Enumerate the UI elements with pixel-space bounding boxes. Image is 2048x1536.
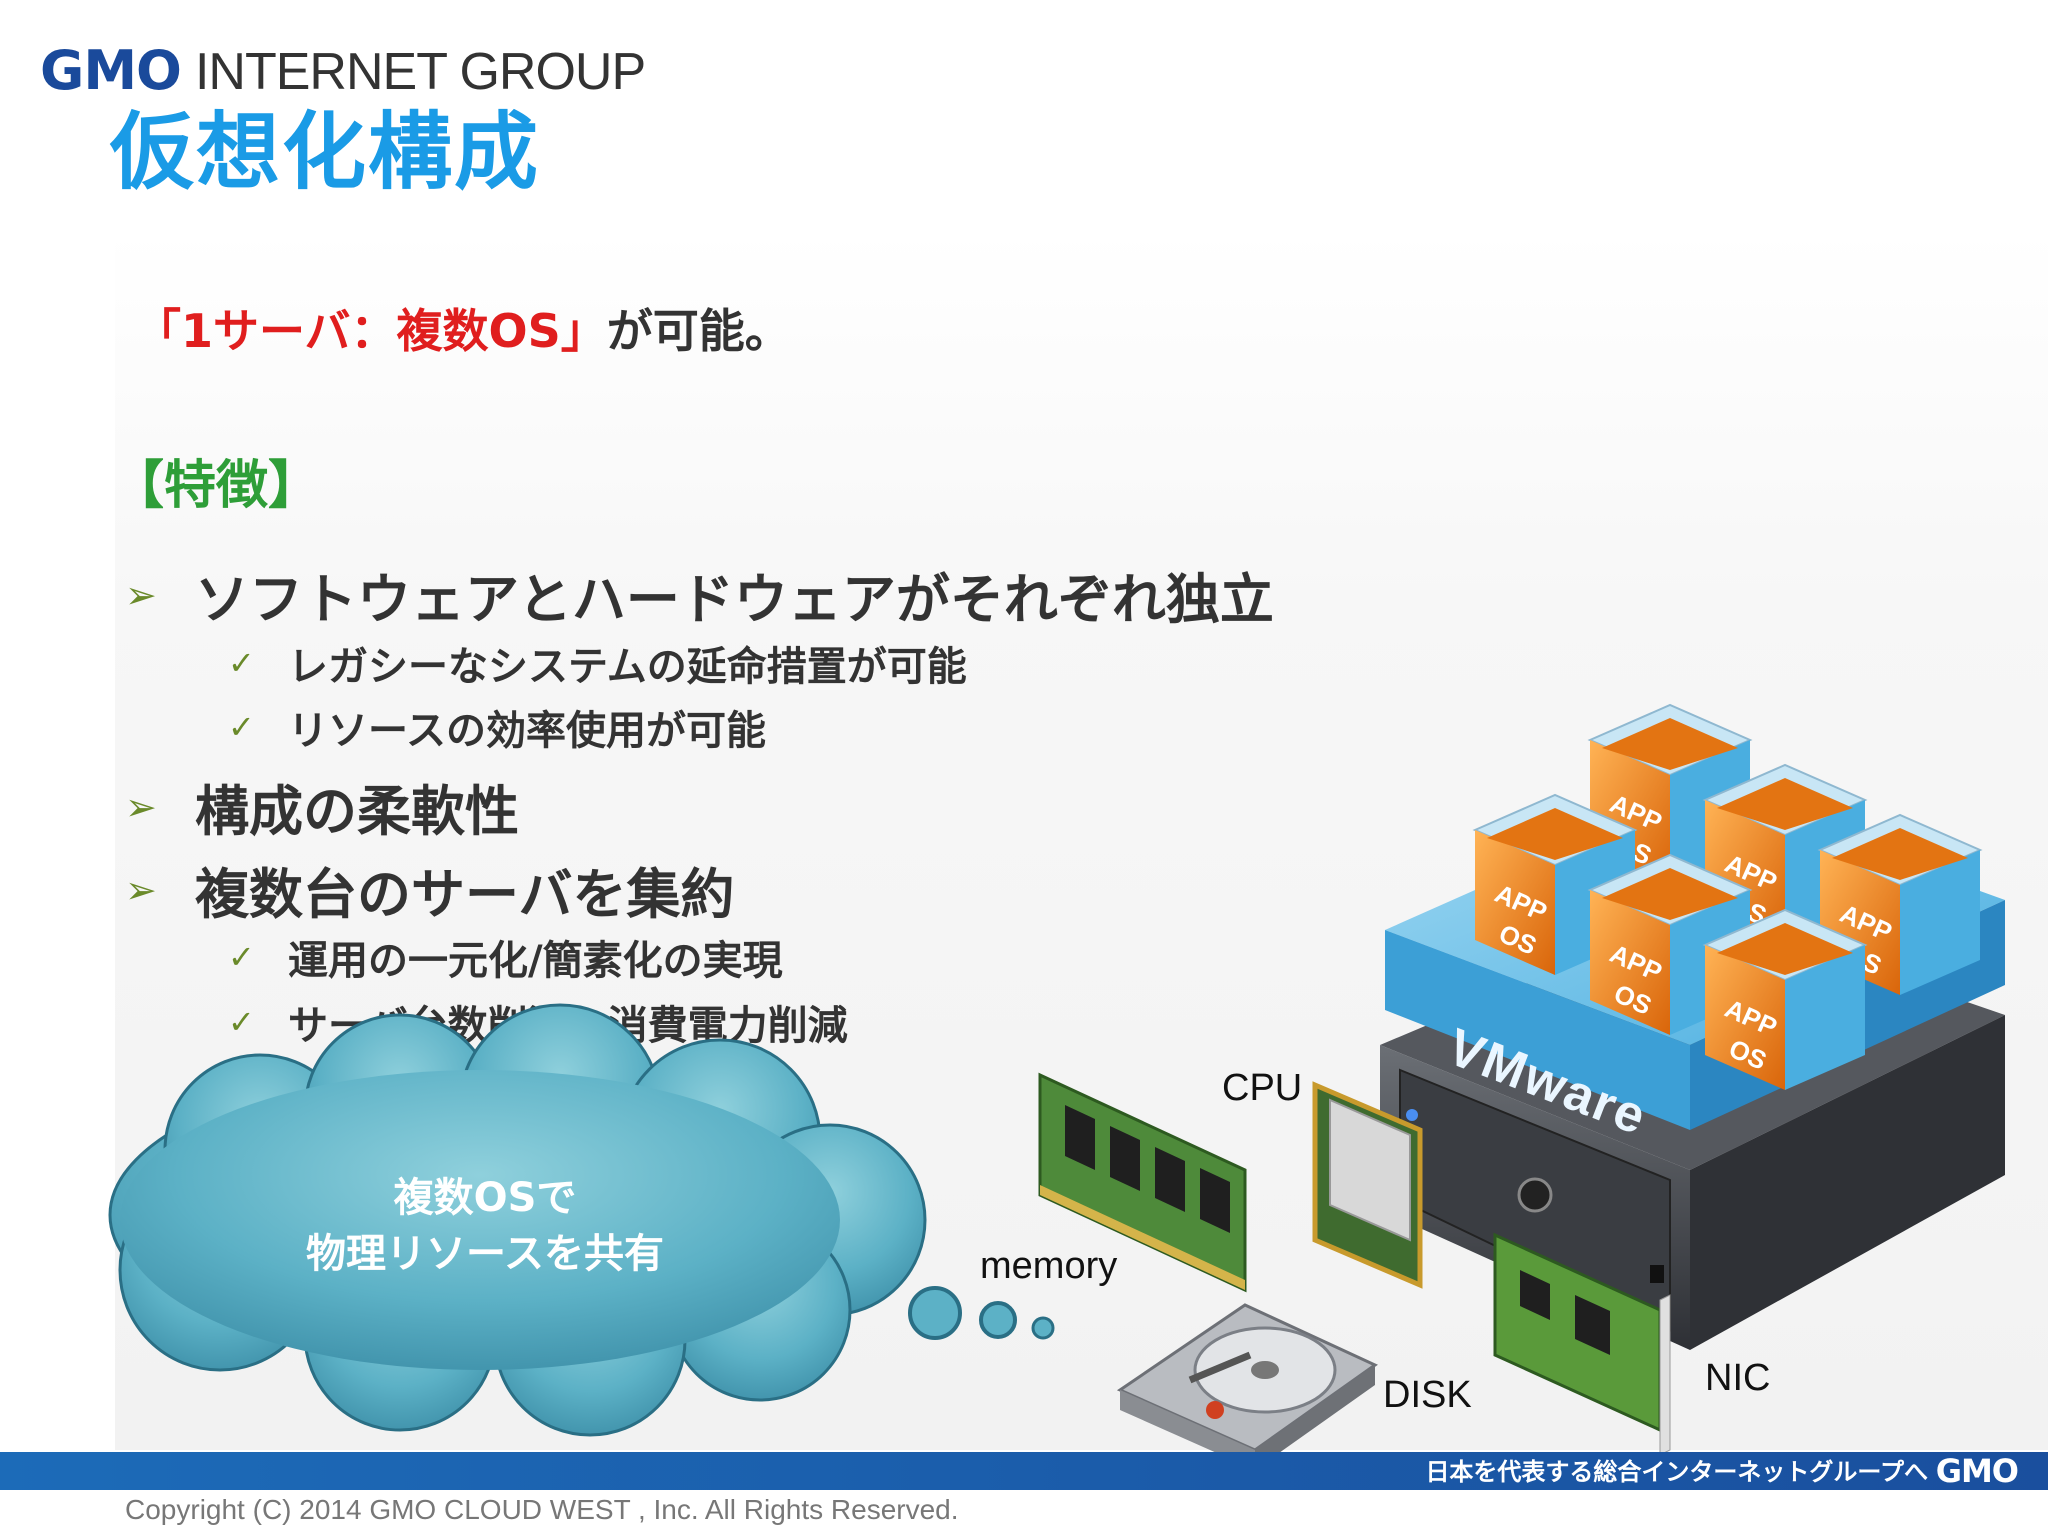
cloud-caption: 複数OSで 物理リソースを共有	[230, 1170, 740, 1282]
feature-subitem-text: リソースの効率使用が可能	[288, 708, 766, 754]
lead-statement: 「1サーバ：複数OS」が可能。	[135, 308, 791, 354]
check-icon: ✓	[228, 644, 255, 682]
feature-item-text: ソフトウェアとハードウェアがそれぞれ独立	[195, 568, 1274, 631]
copyright-text: Copyright (C) 2014 GMO CLOUD WEST , Inc.…	[125, 1494, 959, 1525]
nic-label: NIC	[1705, 1357, 1771, 1399]
memory-module-image	[1038, 1072, 1247, 1293]
features-heading: 【特徴】	[112, 456, 321, 516]
footer-gmo-logo: GMO	[1935, 1452, 2019, 1490]
arrow-bullet-icon: ➢	[125, 572, 157, 617]
cloud-caption-line1: 複数OSで	[393, 1175, 577, 1221]
cloud-caption-line2: 物理リソースを共有	[306, 1231, 664, 1277]
feature-item: ➢ 構成の柔軟性	[125, 767, 519, 846]
footer-tagline: 日本を代表する総合インターネットグループへ	[1425, 1458, 1928, 1486]
feature-item-text: 構成の柔軟性	[195, 780, 519, 843]
disk-label: DISK	[1383, 1374, 1472, 1416]
slide-title: 仮想化構成	[110, 103, 541, 201]
logo-internet-group-text: INTERNET GROUP	[194, 43, 646, 101]
check-icon: ✓	[228, 1003, 255, 1041]
gmo-internet-group-logo: GMO INTERNET GROUP	[40, 28, 646, 102]
logo-gmo-text: GMO	[40, 39, 182, 102]
arrow-bullet-icon: ➢	[125, 867, 157, 912]
footer-bar	[0, 1452, 2048, 1490]
cpu-label: CPU	[1222, 1067, 1303, 1109]
feature-item: ➢ ソフトウェアとハードウェアがそれぞれ独立	[125, 555, 1274, 634]
check-icon: ✓	[228, 938, 255, 976]
feature-subitem: ✓ 運用の一元化/簡素化の実現	[228, 928, 783, 986]
nic-card-image	[1493, 1232, 1671, 1456]
check-icon: ✓	[228, 708, 255, 746]
feature-item: ➢ 複数台のサーバを集約	[125, 850, 734, 929]
hard-disk-image	[1116, 1303, 1378, 1470]
vm-boxes: APPOSAPPOSAPPOSAPPOSAPPOSAPPOS	[1472, 703, 1983, 1090]
feature-item-text: 複数台のサーバを集約	[195, 863, 735, 926]
memory-label: memory	[980, 1245, 1118, 1287]
feature-subitem-text: 運用の一元化/簡素化の実現	[288, 938, 783, 984]
lead-rest: が可能。	[606, 304, 791, 358]
feature-subitem: ✓ リソースの効率使用が可能	[228, 698, 766, 756]
thought-cloud	[108, 1003, 1055, 1437]
arrow-bullet-icon: ➢	[125, 784, 157, 829]
feature-subitem: ✓ レガシーなシステムの延命措置が可能	[228, 634, 967, 692]
cpu-chip-image	[1312, 1081, 1423, 1289]
feature-subitem-text: レガシーなシステムの延命措置が可能	[288, 644, 967, 690]
lead-highlight: 「1サーバ：複数OS」	[135, 304, 607, 358]
